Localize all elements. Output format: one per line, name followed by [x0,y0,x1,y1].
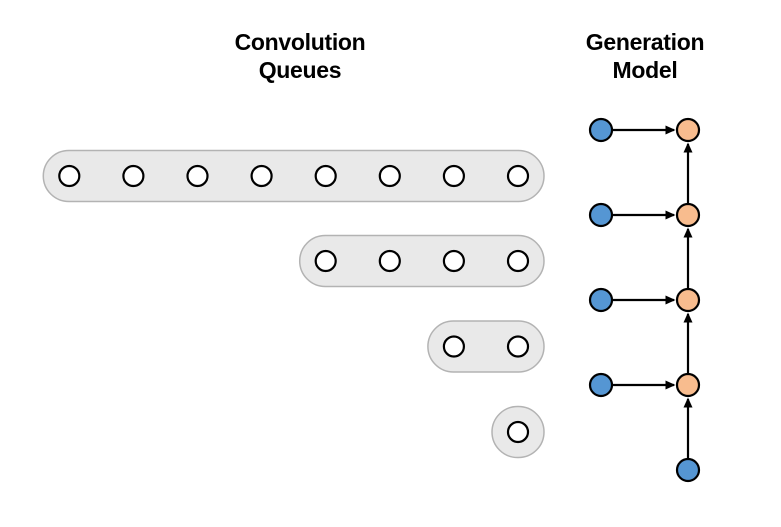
queue-slot [442,249,465,273]
output-node [675,287,701,313]
queue-slot [58,164,81,188]
queue-slot [186,164,209,188]
generation-model-title-line1: Generation [585,29,705,55]
queue-slot [442,335,465,358]
output-node [675,117,701,143]
generation-model-title: Generation Model [525,28,765,84]
output-node [675,202,701,228]
queue-slot [314,164,337,188]
conv-queue-3 [427,320,545,373]
bottom-input-node [675,457,701,483]
queue-slot [378,164,401,188]
queue-slot [250,164,273,188]
queue-pill [298,234,545,288]
queue-slot [506,335,530,358]
convolution-queues-title-line2: Queues [258,57,342,83]
convolution-queues-title-line1: Convolution [234,29,366,55]
queue-slot [314,249,337,273]
queue-pill [42,149,545,203]
conv-queue-1 [42,149,545,203]
conv-queue-4 [491,405,545,459]
input-node [588,117,614,143]
generation-model-title-line2: Model [612,57,678,83]
queue-slot [506,164,530,188]
convolution-queues-title: Convolution Queues [180,28,420,84]
input-node [588,287,614,313]
queue-slot [122,164,145,188]
input-node [588,372,614,398]
conv-queue-2 [298,234,545,288]
queue-slot [506,249,530,273]
queue-slot [442,164,465,188]
queue-slot [378,249,401,273]
input-node [588,202,614,228]
generation-model [588,117,701,483]
queue-slot [506,420,530,444]
queue-pill [427,320,545,373]
output-node [675,372,701,398]
